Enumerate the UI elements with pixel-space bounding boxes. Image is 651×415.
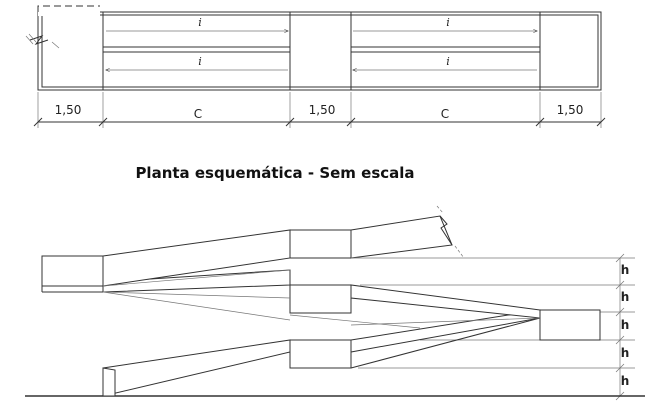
landing-right	[539, 309, 601, 341]
flight-3	[350, 284, 541, 319]
flight-2-underside	[350, 317, 541, 369]
h-label: h	[621, 290, 630, 304]
run-label: i	[198, 55, 202, 68]
elevation-view: h h h h h	[25, 205, 645, 401]
h-label: h	[621, 318, 630, 332]
dim-label-landing: 1,50	[309, 103, 336, 117]
break-dashed-edge	[37, 5, 100, 12]
h-label: h	[621, 346, 630, 360]
dim-label-landing: 1,50	[557, 103, 584, 117]
break-tick	[28, 33, 37, 43]
run-label: i	[446, 16, 450, 29]
plan-view: i i i i 1,50 C 1,50 C 1,50	[25, 5, 606, 128]
landing-left	[41, 255, 104, 287]
dim-ticks	[33, 117, 606, 127]
h-label: h	[621, 263, 630, 277]
flight-3-underside	[350, 317, 541, 326]
diagram-caption: Planta esquemática - Sem escala	[135, 164, 414, 182]
landing-lower	[289, 339, 352, 369]
dim-label-flight: C	[194, 107, 202, 121]
run-label: i	[446, 55, 450, 68]
landing-upper	[289, 229, 352, 259]
break-mark-tick	[454, 245, 465, 259]
break-mark-tick	[436, 205, 444, 214]
plan-inner-border	[41, 14, 599, 88]
h-label: h	[621, 374, 630, 388]
flight-3-underside	[289, 314, 421, 329]
landing-middle	[289, 284, 352, 314]
break-mark-elevation	[439, 215, 453, 246]
plan-outer-border	[37, 11, 602, 91]
flight-1	[102, 339, 291, 397]
break-mark	[29, 35, 49, 45]
break-tick	[51, 41, 60, 49]
dim-label-flight: C	[441, 107, 449, 121]
dim-label-landing: 1,50	[55, 103, 82, 117]
break-mask	[38, 6, 100, 16]
flight-1-start-block	[102, 367, 116, 397]
flight-2	[350, 309, 541, 353]
flight-4-underside	[102, 291, 291, 321]
flight-5-underside	[102, 269, 291, 287]
run-label: i	[198, 16, 202, 29]
flight-4-underside	[102, 291, 291, 299]
flight-6	[350, 215, 453, 259]
break-tick	[25, 35, 34, 45]
